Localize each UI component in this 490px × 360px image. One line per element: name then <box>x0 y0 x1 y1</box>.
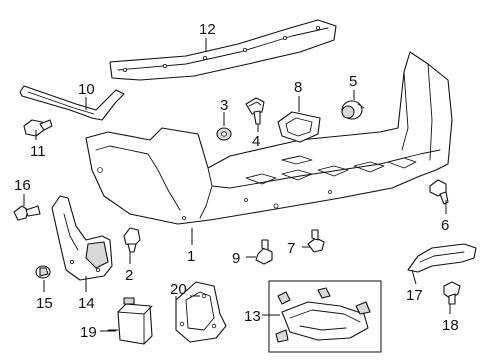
callout-19: 19 <box>80 324 97 341</box>
callout-20: 20 <box>170 281 187 298</box>
callout-7: 7 <box>287 240 295 257</box>
callout-6: 6 <box>441 217 449 234</box>
part-19-module <box>107 297 153 345</box>
callout-8: 8 <box>294 79 302 96</box>
callout-17: 17 <box>406 287 423 304</box>
callout-16: 16 <box>14 177 31 194</box>
part-7-bolt <box>307 229 325 253</box>
part-1-bumper-cover <box>85 51 453 225</box>
part-13-assembly-box <box>268 280 382 353</box>
callout-10: 10 <box>78 81 95 98</box>
part-10-bracket <box>19 85 125 121</box>
part-2-clip <box>123 227 141 253</box>
callout-3: 3 <box>220 97 228 114</box>
callout-labels: 12 10 11 3 4 8 5 6 7 9 1 2 16 15 14 19 2… <box>14 21 459 341</box>
leader-lines <box>23 38 451 332</box>
part-9-bolt <box>255 239 273 265</box>
callout-14: 14 <box>78 295 95 312</box>
part-12-reinforcement <box>109 19 337 81</box>
part-17-molding <box>407 243 477 273</box>
callout-12: 12 <box>199 21 216 38</box>
callout-9: 9 <box>232 250 240 267</box>
part-3-nut <box>216 127 232 141</box>
part-6-bolt <box>429 179 449 205</box>
part-5-sensor <box>341 100 365 120</box>
part-18-fastener <box>443 281 461 305</box>
callout-5: 5 <box>349 73 357 90</box>
part-4-bolt <box>245 97 265 125</box>
part-11-bolt <box>23 119 53 137</box>
callout-15: 15 <box>36 295 53 312</box>
part-20-bracket <box>175 281 227 343</box>
part-15-clip <box>35 265 51 279</box>
part-8-housing <box>277 111 321 143</box>
callout-4: 4 <box>252 133 260 150</box>
callout-2: 2 <box>125 267 133 284</box>
callout-1: 1 <box>187 248 195 265</box>
part-16-screw <box>13 205 41 221</box>
callout-11: 11 <box>30 143 46 160</box>
callout-18: 18 <box>442 317 459 334</box>
part-14-bracket <box>51 195 113 281</box>
callout-13: 13 <box>244 308 261 325</box>
